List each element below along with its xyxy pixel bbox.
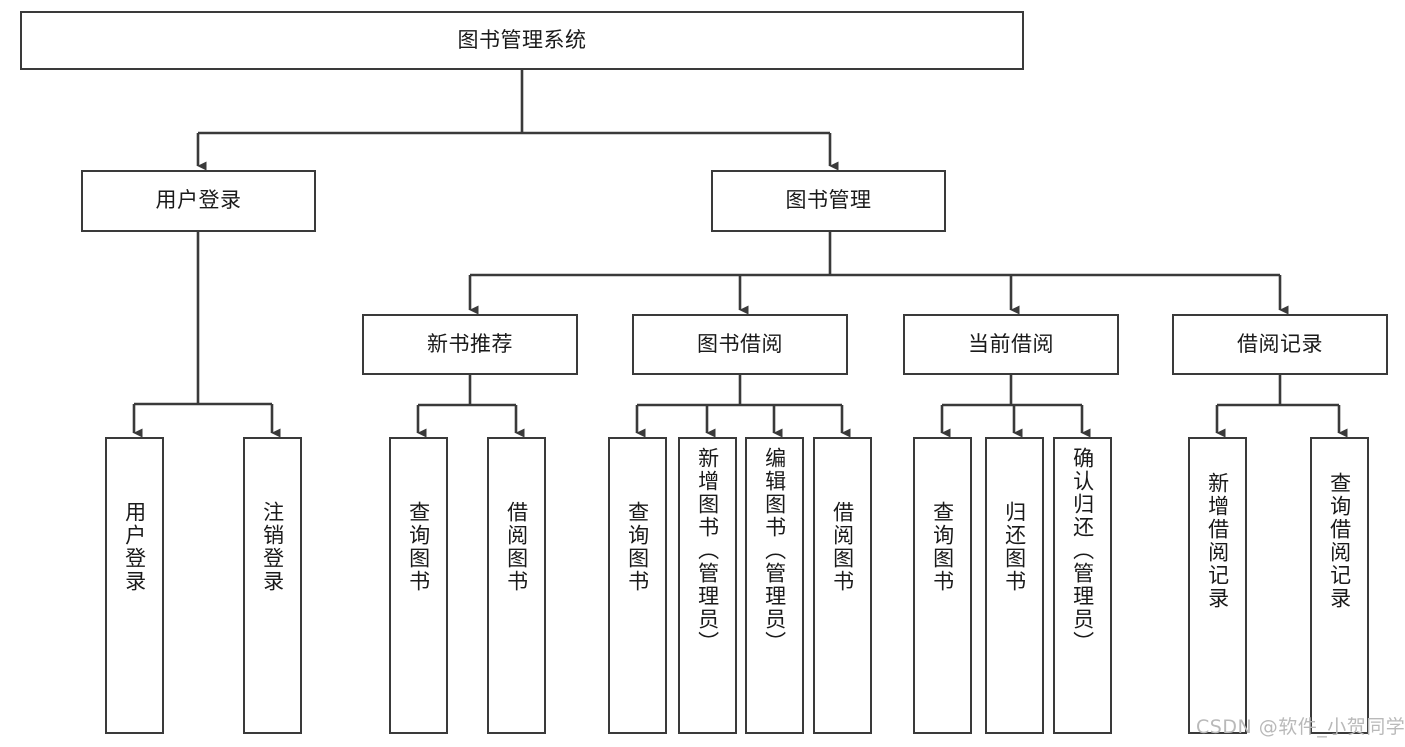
node-label: 归还图书 <box>1002 501 1027 593</box>
node-label: 用户登录 <box>122 501 147 593</box>
leaf-borrow-book-2[interactable]: 借阅图书 <box>813 437 872 734</box>
connector-bookborrow-to-leaves <box>635 375 851 438</box>
node-label: 确认归还（管理员） <box>1070 447 1095 654</box>
connector-userlogin-to-leaves <box>132 232 281 438</box>
node-label: 新书推荐 <box>427 331 513 356</box>
node-label: 编辑图书（管理员） <box>762 447 787 654</box>
node-label: 图书管理系统 <box>457 27 587 52</box>
connector-currentborrow-to-leaves <box>940 375 1091 438</box>
leaf-borrow-book-1[interactable]: 借阅图书 <box>487 437 546 734</box>
node-label: 新增图书（管理员） <box>695 447 720 654</box>
node-borrow-record[interactable]: 借阅记录 <box>1172 314 1388 375</box>
node-label: 图书管理 <box>785 188 872 213</box>
node-book-manage[interactable]: 图书管理 <box>711 170 946 232</box>
node-label: 查询图书 <box>625 501 650 593</box>
node-label: 查询图书 <box>406 501 431 593</box>
leaf-query-book-2[interactable]: 查询图书 <box>608 437 667 734</box>
node-label: 新增借阅记录 <box>1205 472 1230 610</box>
connector-newbookrec-to-leaves <box>416 375 525 438</box>
leaf-return-book[interactable]: 归还图书 <box>985 437 1044 734</box>
node-label: 查询图书 <box>930 501 955 593</box>
node-label: 注销登录 <box>260 501 285 593</box>
node-label: 用户登录 <box>155 188 242 213</box>
node-user-login[interactable]: 用户登录 <box>81 170 316 232</box>
leaf-add-book-admin[interactable]: 新增图书（管理员） <box>678 437 737 734</box>
node-current-borrow[interactable]: 当前借阅 <box>903 314 1119 375</box>
node-new-book-rec[interactable]: 新书推荐 <box>362 314 578 375</box>
leaf-confirm-return-admin[interactable]: 确认归还（管理员） <box>1053 437 1112 734</box>
leaf-query-book-1[interactable]: 查询图书 <box>389 437 448 734</box>
leaf-logout[interactable]: 注销登录 <box>243 437 302 734</box>
node-label: 当前借阅 <box>968 331 1054 356</box>
node-label: 借阅记录 <box>1237 331 1323 356</box>
node-label: 查询借阅记录 <box>1327 472 1352 610</box>
connector-borrowrecord-to-leaves <box>1215 375 1348 438</box>
node-label: 借阅图书 <box>504 501 529 593</box>
node-book-borrow[interactable]: 图书借阅 <box>632 314 848 375</box>
node-label: 图书借阅 <box>697 331 783 356</box>
leaf-edit-book-admin[interactable]: 编辑图书（管理员） <box>745 437 804 734</box>
connector-root-to-level2 <box>196 70 839 171</box>
node-root-system[interactable]: 图书管理系统 <box>20 11 1024 70</box>
leaf-add-borrow-record[interactable]: 新增借阅记录 <box>1188 437 1247 734</box>
connector-bookmanage-to-level3 <box>468 232 1289 315</box>
node-label: 借阅图书 <box>830 501 855 593</box>
leaf-user-login[interactable]: 用户登录 <box>105 437 164 734</box>
leaf-query-borrow-record[interactable]: 查询借阅记录 <box>1310 437 1369 734</box>
leaf-query-book-3[interactable]: 查询图书 <box>913 437 972 734</box>
